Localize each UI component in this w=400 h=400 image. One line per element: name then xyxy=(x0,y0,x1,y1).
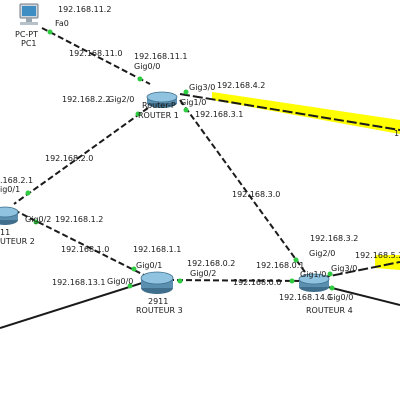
status-dot xyxy=(183,89,189,95)
if-label-r3-gig02: Gig0/2 xyxy=(190,269,216,278)
status-dot xyxy=(33,219,39,225)
router2-type-label: 11 xyxy=(0,228,10,237)
links xyxy=(0,27,400,329)
ip-label-r1-2-2: 192.168.2.2 xyxy=(62,95,110,104)
link-status-dots xyxy=(25,29,335,291)
if-label-pc1-fa0: Fa0 xyxy=(55,19,69,28)
ip-label-r2-1-2: 192.168.1.2 xyxy=(55,215,103,224)
ip-label-r1-11-1: 192.168.11.1 xyxy=(134,52,187,61)
if-label-r4-gig00: Gig0/0 xyxy=(327,293,353,302)
router3-type-label: 2911 xyxy=(148,297,168,306)
pc1-name-label: PC1 xyxy=(21,39,37,48)
if-label-r1-gig20: Gig2/0 xyxy=(108,95,134,104)
ip-label-r2-2-1: .168.2.1 xyxy=(0,176,33,185)
ip-label-r3-1-1: 192.168.1.1 xyxy=(133,245,181,254)
pc1-type-label: PC-PT xyxy=(15,30,38,39)
status-dot xyxy=(135,111,141,117)
if-label-r1-gig00: Gig0/0 xyxy=(134,62,160,71)
router-icon xyxy=(140,271,174,285)
router4-name-label: ROUTEUR 4 xyxy=(306,306,353,315)
if-label-r4-gig10: Gig1/0 xyxy=(300,270,326,279)
ip-label-r4-3-2: 192.168.3.2 xyxy=(310,234,358,243)
pc-base xyxy=(20,22,38,25)
if-label-r3-gig01: Gig0/1 xyxy=(136,261,162,270)
highlighted-link-r1-gig30 xyxy=(212,92,400,134)
router1-device[interactable]: Router-P ROUTER 1 xyxy=(138,91,179,120)
if-label-r4-gig20: Gig2/0 xyxy=(309,249,335,258)
router-icon xyxy=(298,273,330,285)
interface-labels: Fa0 Gig0/0 Gig2/0 Gig3/0 Gig1/0 ig0/1 Gi… xyxy=(0,19,357,302)
router3-name-label: ROUTEUR 3 xyxy=(136,306,183,315)
link-r3-gig00-out[interactable] xyxy=(0,282,143,329)
if-label-r2-gig01: ig0/1 xyxy=(0,185,20,194)
status-dot xyxy=(289,278,295,284)
status-dot xyxy=(137,76,143,82)
ip-label-r1-3-1: 192.168.3.1 xyxy=(195,110,243,119)
status-dot xyxy=(329,285,335,291)
pc1-device[interactable]: PC-PT PC1 xyxy=(15,3,39,48)
router-icon xyxy=(146,91,178,103)
status-dot xyxy=(177,278,183,284)
ip-label-r4-0-1: 192.168.0.1 xyxy=(256,261,304,270)
pc-stand xyxy=(26,18,32,22)
ip-label-pc1: 192.168.11.2 xyxy=(58,5,111,14)
ip-label-r3-13-1: 192.168.13.1 xyxy=(52,278,105,287)
ip-label-r1-4-2: 192.168.4.2 xyxy=(217,81,265,90)
ip-label-r4-14-1: 192.168.14.1 xyxy=(279,293,332,302)
net-label-11-0: 192.168.11.0 xyxy=(69,49,122,58)
status-dot xyxy=(131,266,137,272)
link-r2-r3[interactable] xyxy=(13,209,151,279)
ip-label-r3-0-2: 192.168.0.2 xyxy=(187,259,235,268)
ip-address-labels: 192.168.11.2 192.168.11.0 192.168.11.1 1… xyxy=(0,5,400,302)
pc-screen xyxy=(22,6,36,16)
status-dot xyxy=(127,283,133,289)
net-label-2-0: 192.168.2.0 xyxy=(45,154,93,163)
link-pc1-r1[interactable] xyxy=(41,27,151,85)
ip-label-r4-5-2: 192.168.5.2 xyxy=(355,251,400,260)
status-dot xyxy=(293,257,299,263)
status-dot xyxy=(25,190,31,196)
if-label-r2-gig02: Gig0/2 xyxy=(25,215,51,224)
router2-name-label: UTEUR 2 xyxy=(0,237,35,246)
if-label-r4-gig30: Gig3/0 xyxy=(331,264,357,273)
link-r1-r2[interactable] xyxy=(13,107,149,205)
router-icon xyxy=(0,206,19,218)
highlighted-link-r4-gig30 xyxy=(375,255,400,270)
if-label-r1-gig30: Gig3/0 xyxy=(189,83,215,92)
if-label-r1-gig10: Gig1/0 xyxy=(180,98,206,107)
router2-device[interactable]: 11 UTEUR 2 xyxy=(0,206,35,246)
router1-name-label: ROUTER 1 xyxy=(138,111,179,120)
net-label-0-0: 192.168.0.0 xyxy=(233,278,281,287)
status-dot xyxy=(327,271,333,277)
net-label-3-0: 192.168.3.0 xyxy=(232,190,280,199)
status-dot xyxy=(183,107,189,113)
status-dot xyxy=(47,29,53,35)
link-r3-r4[interactable] xyxy=(167,279,306,282)
if-label-r3-gig00: Gig0/0 xyxy=(107,277,133,286)
router4-device[interactable]: ROUTEUR 4 xyxy=(298,273,353,315)
link-r1-gig30-out[interactable] xyxy=(179,93,400,131)
edge-label-right: 1 xyxy=(394,129,399,138)
router3-device[interactable]: 2911 ROUTEUR 3 xyxy=(136,271,183,315)
link-r1-r4[interactable] xyxy=(179,99,306,273)
link-r4-gig30-out[interactable] xyxy=(319,261,400,279)
router1-type-label: Router-P xyxy=(142,101,176,110)
net-label-1-0: 192.168.1.0 xyxy=(61,245,109,254)
